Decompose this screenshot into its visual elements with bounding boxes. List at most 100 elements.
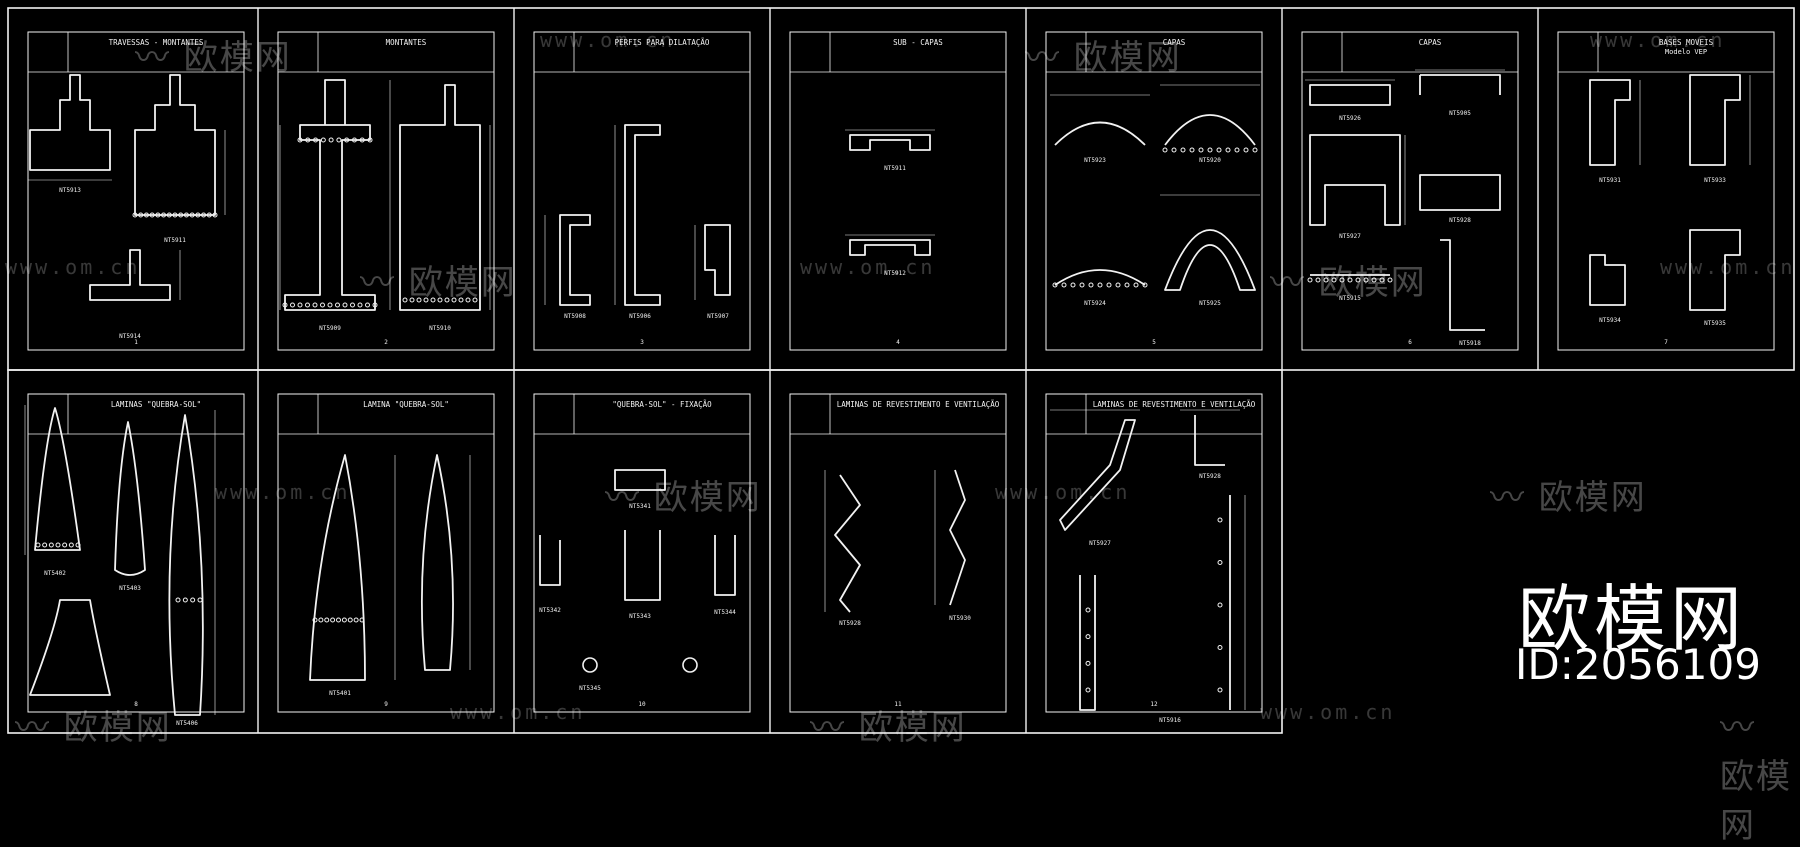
profile-detail — [297, 302, 303, 308]
profile-label: NT5928 — [839, 620, 861, 627]
profile-detail — [437, 297, 443, 303]
sheet-number: 11 — [894, 701, 902, 708]
profile-detail — [175, 597, 181, 603]
profile-outline — [1054, 269, 1146, 286]
profile-outline — [714, 535, 736, 596]
profile-detail — [320, 302, 325, 308]
profile-label: NT5924 — [1084, 300, 1106, 307]
profile-detail — [1234, 147, 1240, 153]
profile-detail — [1189, 147, 1195, 153]
cad-sheet: LAMINAS DE REVESTIMENTO E VENTILAÇÃO12NT… — [1045, 393, 1263, 724]
profile-outline — [284, 124, 376, 311]
sheet-number: 1 — [134, 339, 138, 346]
profile-label: NT5341 — [629, 503, 651, 510]
profile-label: NT5406 — [176, 720, 198, 727]
profile-label: NT5911 — [164, 237, 186, 244]
profile-detail — [206, 212, 212, 218]
watermark-text: 〰 欧模网 — [15, 708, 172, 748]
watermark-text: 〰 欧模网 — [1490, 478, 1647, 518]
profile-outline — [624, 124, 661, 306]
sheet-number: 12 — [1150, 701, 1158, 708]
profile-outline — [89, 249, 171, 301]
profile-label: NT5345 — [579, 685, 601, 692]
profile-detail — [143, 212, 149, 218]
sheet-inner-border — [789, 393, 1007, 713]
profile-detail — [312, 302, 318, 308]
profile-detail — [1216, 147, 1222, 153]
profile-detail — [1331, 277, 1337, 283]
profile-detail — [1315, 277, 1321, 283]
watermark-text: 〰 欧模网 — [360, 263, 517, 303]
sheet-title: LAMINAS DE REVESTIMENTO E VENTILAÇÃO — [837, 400, 1000, 409]
profile-detail — [1217, 560, 1223, 565]
profile-detail — [1088, 282, 1094, 288]
watermark-url: www.om.cn — [215, 480, 351, 504]
watermark-text: 〰 欧模网 — [1025, 38, 1182, 78]
profile-detail — [1115, 282, 1121, 288]
profile-outline — [29, 74, 111, 171]
profile-label: NT5927 — [1339, 233, 1361, 240]
profile-label: NT5920 — [1199, 157, 1221, 164]
profile-detail — [344, 137, 350, 143]
profile-outline — [420, 454, 454, 671]
profile-outline — [539, 535, 561, 586]
profile-label: NT5401 — [329, 690, 351, 697]
profile-label: NT5928 — [1199, 473, 1221, 480]
profile-detail — [1198, 147, 1204, 153]
profile-detail — [347, 617, 353, 623]
profile-outline — [168, 414, 204, 716]
profile-detail — [48, 542, 54, 548]
profile-label: NT5914 — [119, 333, 141, 340]
profile-outline — [559, 214, 591, 306]
profile-detail — [1097, 282, 1103, 288]
profile-detail — [62, 542, 68, 548]
profile-detail — [1339, 277, 1345, 283]
profile-detail — [75, 542, 81, 548]
sheet-inner-border — [789, 31, 1007, 351]
cad-drawing-canvas: TRAVESSAS - MONTANTES1NT5913NT5911NT5914… — [7, 7, 1795, 734]
sheet-number: 4 — [896, 339, 900, 346]
profile-outline — [1194, 415, 1225, 466]
profile-detail — [1371, 277, 1377, 283]
watermark-url: www.om.cn — [5, 255, 141, 279]
profile-detail — [416, 297, 422, 303]
profile-detail — [1323, 277, 1329, 283]
profile-detail — [55, 542, 61, 548]
profile-detail — [351, 137, 357, 143]
profile-detail — [1171, 147, 1177, 153]
profile-label: NT5905 — [1449, 110, 1471, 117]
sheet-inner-border — [1045, 393, 1263, 713]
profile-detail — [305, 137, 311, 143]
profile-outline — [1689, 74, 1741, 166]
profile-detail — [328, 137, 334, 143]
profile-detail — [367, 137, 373, 143]
profile-detail — [197, 597, 203, 603]
profile-label: NT5916 — [1159, 717, 1181, 724]
sheet-inner-border — [533, 393, 751, 713]
sheet-title: CAPAS — [1163, 38, 1186, 47]
profile-detail — [444, 297, 450, 303]
profile-detail — [305, 302, 310, 308]
profile-detail — [290, 302, 295, 308]
profile-detail — [359, 137, 365, 143]
profile-outline — [29, 599, 111, 696]
profile-label: NT5933 — [1704, 177, 1726, 184]
profile-outline — [624, 530, 661, 601]
profile-outline — [134, 74, 216, 216]
profile-outline — [1589, 79, 1631, 166]
watermark-url: www.om.cn — [995, 480, 1131, 504]
profile-detail — [313, 137, 319, 143]
profile-detail — [312, 617, 318, 623]
sheet-inner-border — [1045, 31, 1263, 351]
profile-label: NT5911 — [884, 165, 906, 172]
profile-outline — [582, 657, 598, 673]
sheet-title: LAMINA "QUEBRA-SOL" — [363, 400, 449, 409]
sheet-subtitle: Modelo VEP — [1665, 48, 1707, 56]
profile-outline — [949, 469, 966, 606]
profile-detail — [1133, 282, 1139, 288]
profile-detail — [372, 302, 378, 308]
profile-detail — [190, 597, 196, 603]
watermark-text: 〰 欧模网 — [1720, 708, 1792, 846]
profile-detail — [458, 297, 464, 303]
